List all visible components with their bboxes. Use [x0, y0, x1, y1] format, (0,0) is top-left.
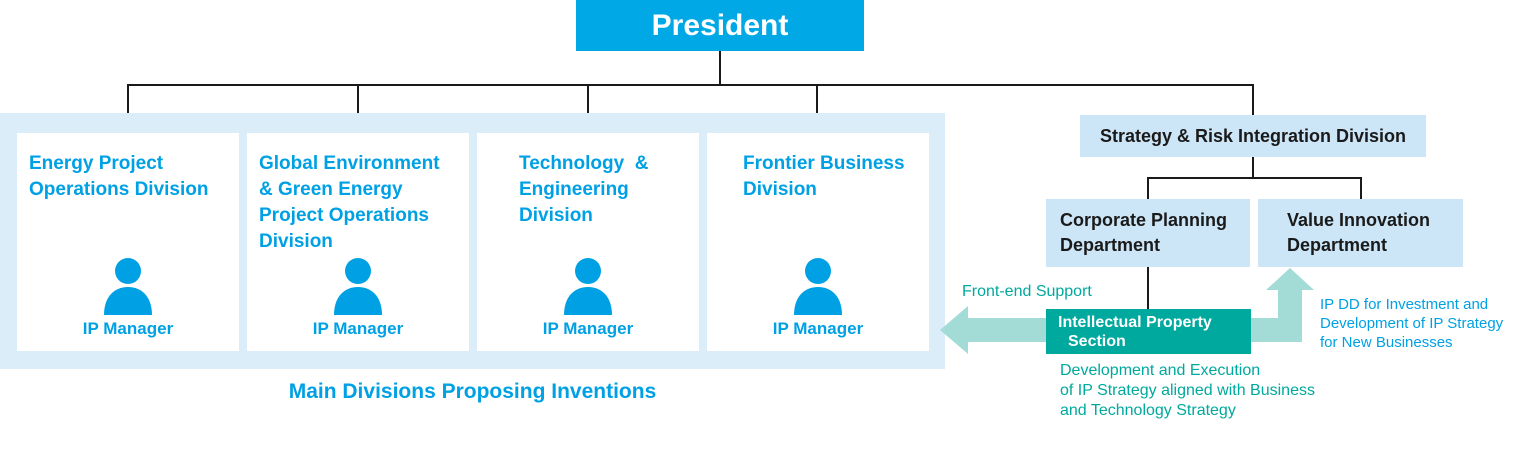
strategy-risk-division-box: Strategy & Risk Integration Division	[1080, 115, 1426, 157]
ip-section-line: Section	[1068, 333, 1126, 350]
ip-dd-arrow	[1251, 268, 1314, 342]
main-divisions-caption: Main Divisions Proposing Inventions	[288, 380, 657, 403]
connector-president-down	[719, 51, 721, 85]
development-execution-line: and Technology Strategy	[1060, 402, 1236, 419]
corporate-planning-line: Corporate Planning	[1060, 210, 1228, 230]
division-title: Technology & Engineering Division	[519, 151, 693, 229]
connector-strategy	[1252, 84, 1254, 115]
division-title-line: Division	[259, 231, 333, 252]
division-title-line: Project Operations	[259, 205, 429, 226]
person-icon	[334, 258, 382, 315]
front-end-support-label: Front-end Support	[962, 283, 1092, 300]
president-box: President	[576, 0, 864, 51]
connector-corporate-planning	[1147, 177, 1149, 199]
front-end-support-arrow	[940, 306, 1050, 354]
ip-dd-text: IP DD for Investment and Development of …	[1320, 295, 1535, 352]
division-title-line: Frontier Business	[743, 153, 905, 174]
division-title: Global Environment & Green Energy Projec…	[259, 151, 463, 255]
division-card-global-environment: Global Environment & Green Energy Projec…	[247, 133, 469, 351]
division-title-line: Engineering	[519, 179, 629, 200]
corporate-planning-line: Department	[1060, 235, 1161, 255]
president-label: President	[651, 8, 789, 42]
division-title-line: Global Environment	[259, 153, 440, 174]
division-card-frontier-business: Frontier Business Division IP Manager	[707, 133, 929, 351]
development-execution-line: Development and Execution	[1060, 362, 1261, 379]
development-execution-line: of IP Strategy aligned with Business	[1060, 382, 1315, 399]
connector-cp-to-ip	[1147, 267, 1149, 309]
ip-manager-label: IP Manager	[772, 319, 864, 338]
connector-division-3	[587, 84, 589, 133]
ip-manager-label: IP Manager	[82, 319, 174, 338]
corporate-planning-box: Corporate Planning Department	[1046, 199, 1250, 267]
division-title-line: Energy Project	[29, 153, 164, 174]
value-innovation-line: Value Innovation	[1287, 210, 1431, 230]
arrows-layer	[940, 268, 1314, 354]
strategy-risk-division-label: Strategy & Risk Integration Division	[1099, 125, 1407, 146]
division-title: Energy Project Operations Division	[29, 151, 233, 203]
division-card-technology-engineering: Technology & Engineering Division IP Man…	[477, 133, 699, 351]
ip-manager-label: IP Manager	[312, 319, 404, 338]
person-icon	[794, 258, 842, 315]
person-icon	[104, 258, 152, 315]
ip-section-box: Intellectual Property Section	[1046, 309, 1251, 354]
connector-strategy-down	[1252, 157, 1254, 178]
division-title-line: Division	[743, 179, 817, 200]
development-execution-text: Development and Execution of IP Strategy…	[1060, 361, 1390, 421]
person-icon	[564, 258, 612, 315]
division-title-line: Technology &	[519, 153, 649, 174]
connector-division-2	[357, 84, 359, 133]
connector-horizontal-bus	[127, 84, 1254, 86]
ip-dd-line: IP DD for Investment and	[1320, 296, 1489, 313]
division-title-line: & Green Energy	[259, 179, 403, 200]
value-innovation-line: Department	[1287, 235, 1388, 255]
division-title-line: Operations Division	[29, 179, 209, 200]
connector-division-1	[127, 84, 129, 133]
connector-value-innovation	[1360, 177, 1362, 199]
division-card-energy-project: Energy Project Operations Division IP Ma…	[17, 133, 239, 351]
ip-dd-line: Development of IP Strategy	[1320, 315, 1504, 332]
division-title: Frontier Business Division	[743, 151, 923, 203]
connector-division-4	[816, 84, 818, 133]
connector-dept-bus	[1147, 177, 1362, 179]
division-title-line: Division	[519, 205, 593, 226]
value-innovation-box: Value Innovation Department	[1258, 199, 1463, 267]
ip-section-line: Intellectual Property	[1058, 314, 1212, 331]
ip-dd-line: for New Businesses	[1320, 334, 1453, 351]
ip-manager-label: IP Manager	[542, 319, 634, 338]
